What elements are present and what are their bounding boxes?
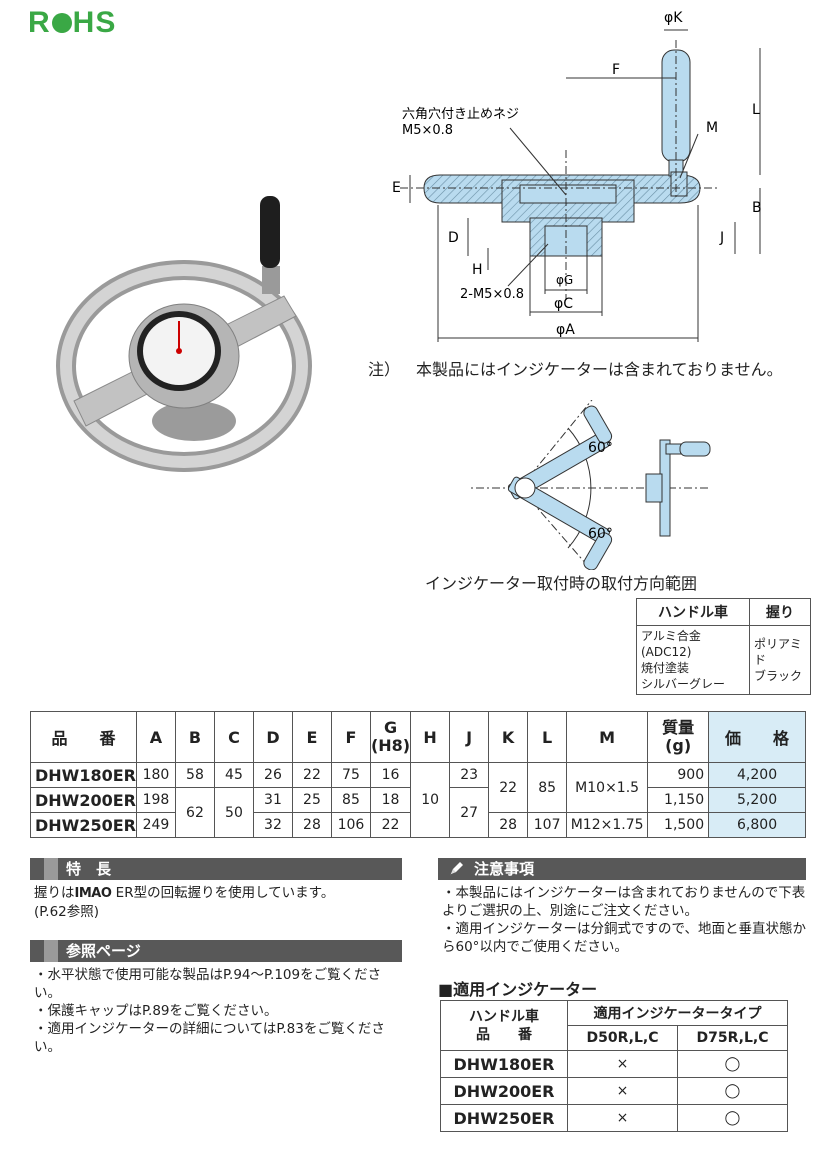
col-j: J: [449, 711, 490, 763]
mat-header-wheel: ハンドル車: [636, 598, 750, 626]
table-row: DHW250ER 249 32 28 106 22 28 107 M12×1.7…: [30, 812, 806, 838]
pencil-icon: [450, 862, 463, 876]
product-photo: [56, 196, 312, 472]
label-b: B: [752, 200, 762, 216]
indicator-table: ハンドル車品 番 適用インジケータータイプ D50R,L,C D75R,L,C …: [440, 1000, 788, 1132]
ind-col-part: ハンドル車品 番: [440, 1000, 568, 1051]
angle-bottom: 60°: [588, 526, 613, 542]
indicator-title: ■適用インジケーター: [438, 980, 598, 999]
list-item: ・本製品にはインジケーターは含まれておりませんので下表よりご選択の上、別途にご注…: [442, 885, 806, 919]
mat-header-grip: 握り: [749, 598, 811, 626]
col-l: L: [527, 711, 568, 763]
col-a: A: [135, 711, 176, 763]
label-j: J: [719, 230, 724, 246]
label-setscrew: 六角穴付き止めネジ: [402, 107, 519, 122]
col-g: G(H8): [369, 711, 412, 763]
table-row: DHW180ER × ◯: [440, 1050, 788, 1078]
label-phig: φG: [556, 273, 573, 287]
list-item: ・適用インジケーターは分銅式ですので、地面と垂直状態から60°以内でご使用くださ…: [442, 921, 806, 955]
label-m: M: [706, 120, 718, 136]
col-mass: 質量(g): [647, 711, 710, 763]
col-c: C: [213, 711, 254, 763]
technical-drawing: φK F L M E B D J H φG φC φA 六角穴付き止めネジ M5…: [392, 10, 762, 342]
caution-header: 注意事項: [438, 858, 806, 880]
table-row: DHW200ER × ◯: [440, 1077, 788, 1105]
label-phic: φC: [554, 296, 573, 312]
label-e: E: [392, 180, 401, 196]
label-tap: 2-M5×0.8: [460, 287, 524, 302]
col-price: 価 格: [708, 711, 806, 763]
col-d: D: [252, 711, 293, 763]
mat-wheel: アルミ合金(ADC12) 焼付塗装 シルバーグレー: [636, 625, 750, 695]
reference-list: ・水平状態で使用可能な製品はP.94〜P.109をご覧ください。 ・保護キャップ…: [34, 966, 404, 1056]
list-item: ・保護キャップはP.89をご覧ください。: [34, 1003, 278, 1019]
col-e: E: [291, 711, 332, 763]
col-h: H: [410, 711, 451, 763]
col-k: K: [488, 711, 529, 763]
table-row: DHW250ER × ◯: [440, 1104, 788, 1132]
label-f: F: [612, 62, 620, 78]
note: 注）本製品にはインジケーターは含まれておりません。: [368, 360, 783, 379]
mat-grip: ポリアミド ブラック: [749, 625, 811, 695]
col-b: B: [174, 711, 215, 763]
table-row: DHW180ER 180 58 45 26 22 75 16 10 23 22 …: [30, 762, 806, 838]
label-setscrew-size: M5×0.8: [402, 123, 453, 138]
angle-top: 60°: [588, 440, 613, 456]
label-phia: φA: [556, 322, 575, 338]
ind-col-type: 適用インジケータータイプ: [567, 1000, 788, 1026]
col-m: M: [566, 711, 649, 763]
features-header: 特 長: [30, 858, 402, 880]
col-f: F: [330, 711, 371, 763]
ind-col-d50: D50R,L,C: [567, 1025, 678, 1051]
material-table: ハンドル車 握り アルミ合金(ADC12) 焼付塗装 シルバーグレー ポリアミド…: [636, 598, 811, 695]
label-h: H: [472, 262, 483, 278]
caution-list: ・本製品にはインジケーターは含まれておりませんので下表よりご選択の上、別途にご注…: [442, 884, 810, 956]
label-phik: φK: [664, 10, 683, 26]
label-l: L: [752, 102, 760, 118]
col-part-number: 品 番: [30, 711, 137, 763]
spec-table: 品 番 A B C D E F G(H8) H J K L M 質量(g) 価 …: [30, 711, 806, 838]
list-item: ・適用インジケーターの詳細についてはP.83をご覧ください。: [34, 1021, 385, 1055]
mounting-range-diagram: 60° 60°: [470, 400, 711, 570]
reference-header: 参照ページ: [30, 940, 402, 962]
range-caption: インジケーター取付時の取付方向範囲: [425, 574, 698, 593]
ind-col-d75: D75R,L,C: [677, 1025, 788, 1051]
label-d: D: [448, 230, 459, 246]
list-item: ・水平状態で使用可能な製品はP.94〜P.109をご覧ください。: [34, 967, 382, 1001]
features-text: 握りはIMAO ER型の回転握りを使用しています。 (P.62参照): [34, 885, 335, 920]
imao-logo: IMAO: [74, 886, 112, 901]
